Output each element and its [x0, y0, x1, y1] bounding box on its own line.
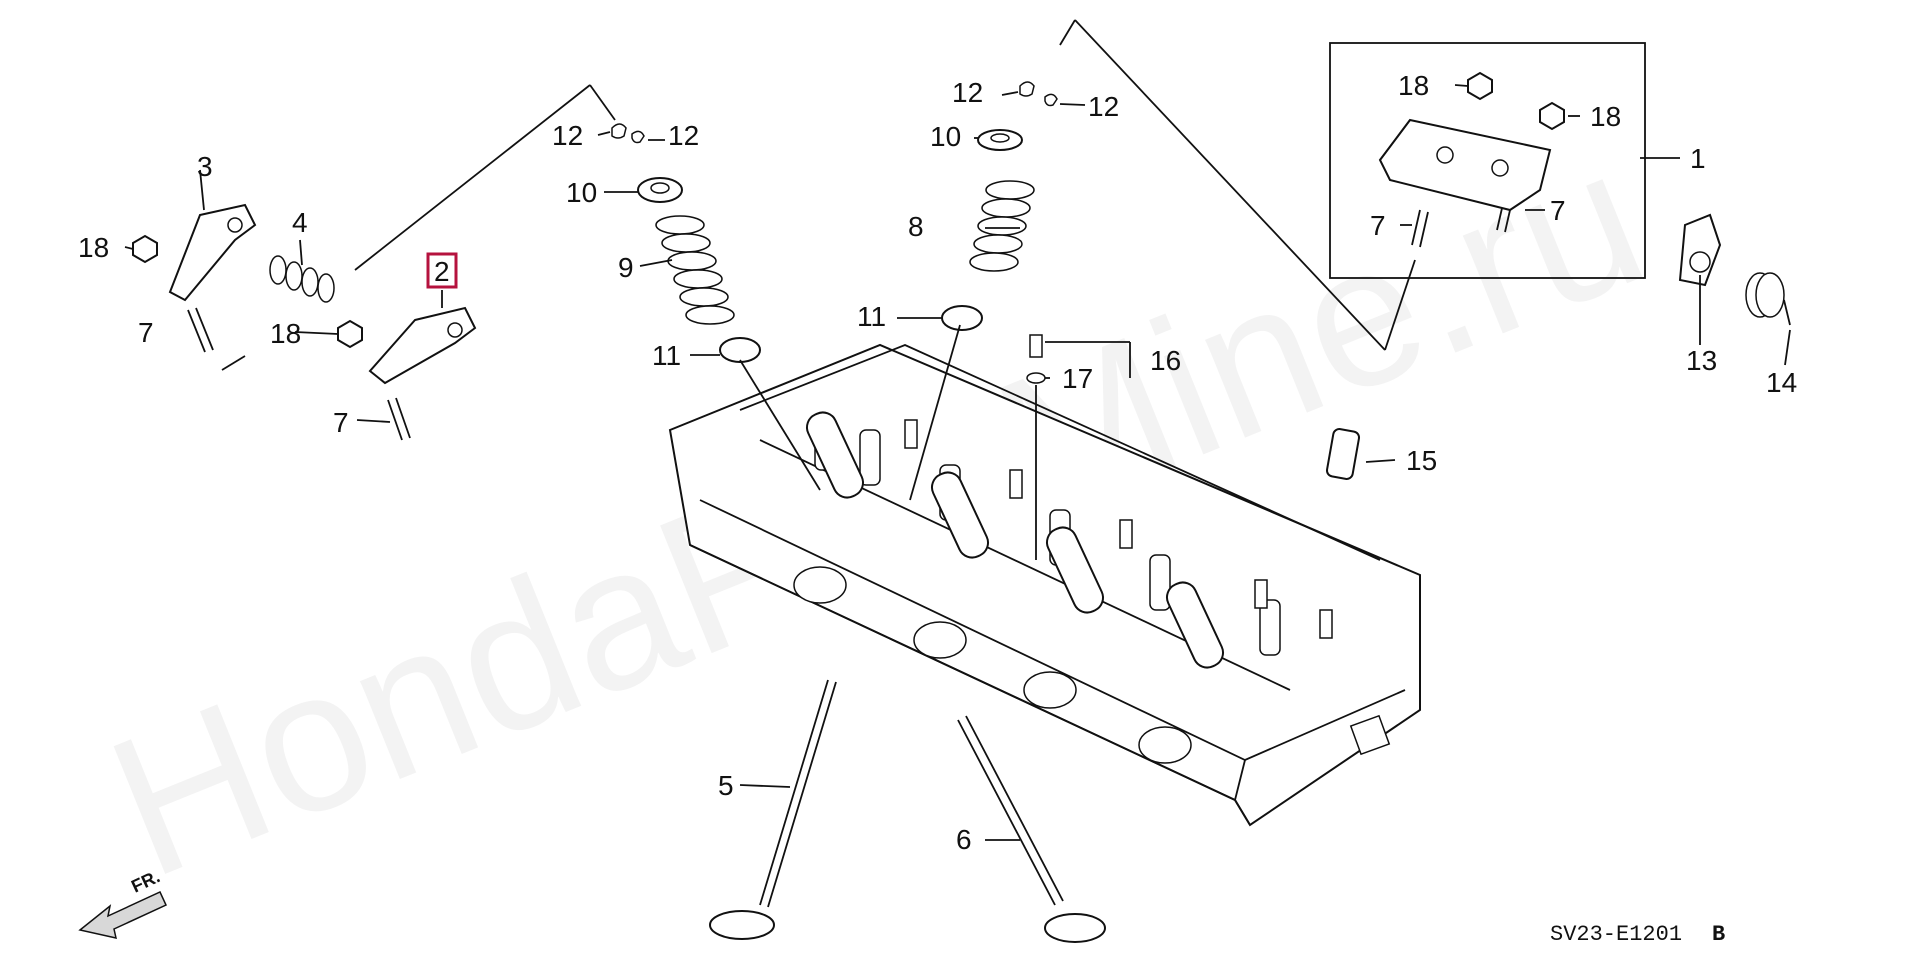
callout-13[interactable]: 13 — [1686, 345, 1717, 376]
front-direction-arrow: FR. — [78, 866, 167, 939]
dowel-pin[interactable] — [1325, 428, 1361, 480]
callout-10b[interactable]: 10 — [930, 121, 961, 152]
callout-18a[interactable]: 18 — [78, 232, 109, 263]
callout-18d[interactable]: 18 — [1590, 101, 1621, 132]
callout-10a[interactable]: 10 — [566, 177, 597, 208]
callout-12b[interactable]: 12 — [668, 120, 699, 151]
callout-15[interactable]: 15 — [1406, 445, 1437, 476]
spring-retainer-left[interactable] — [637, 177, 683, 203]
callout-11a[interactable]: 11 — [652, 340, 681, 371]
callout-11b[interactable]: 11 — [857, 301, 886, 332]
adjusting-screw-1[interactable] — [187, 307, 214, 353]
rocker-spring[interactable] — [269, 255, 335, 303]
callout-2[interactable]: 2 — [434, 256, 450, 287]
callout-6[interactable]: 6 — [956, 824, 972, 855]
callout-5[interactable]: 5 — [718, 770, 734, 801]
callout-7b[interactable]: 7 — [333, 407, 349, 438]
lost-motion-spring[interactable] — [1745, 272, 1791, 326]
adjusting-screw-2[interactable] — [387, 397, 411, 441]
leader-lines — [124, 19, 1791, 841]
diagram-code-text: SV23-E1201 — [1550, 922, 1682, 947]
callout-3[interactable]: 3 — [197, 151, 213, 182]
callouts: 1 2 3 4 5 6 7 7 7 7 8 9 10 10 11 11 12 1… — [78, 70, 1797, 855]
callout-7a[interactable]: 7 — [138, 317, 154, 348]
spring-retainer-right[interactable] — [977, 129, 1023, 151]
callout-18b[interactable]: 18 — [270, 318, 301, 349]
rocker-assembly-frame — [1329, 42, 1646, 279]
callout-8[interactable]: 8 — [908, 211, 924, 242]
callout-1[interactable]: 1 — [1690, 143, 1706, 174]
locknut-2[interactable] — [337, 319, 363, 349]
stem-seal-right[interactable] — [941, 305, 983, 331]
diagram-code: SV23-E1201 B — [1550, 922, 1725, 947]
rocker-arm-3[interactable] — [168, 203, 257, 302]
callout-16[interactable]: 16 — [1150, 345, 1181, 376]
valve-cotters-right[interactable] — [1019, 81, 1058, 107]
locknut-1[interactable] — [132, 234, 158, 264]
callout-4[interactable]: 4 — [292, 207, 308, 238]
valve-cotters-left[interactable] — [611, 123, 645, 144]
callout-12a[interactable]: 12 — [552, 120, 583, 151]
exhaust-valve[interactable] — [957, 715, 1106, 943]
lost-motion-holder[interactable] — [1678, 213, 1722, 287]
callout-7d[interactable]: 7 — [1550, 195, 1566, 226]
callout-14[interactable]: 14 — [1766, 367, 1797, 398]
rocker-arm-assembly[interactable] — [1378, 118, 1552, 212]
callout-9[interactable]: 9 — [618, 252, 634, 283]
valve-spring-9[interactable] — [655, 215, 735, 325]
callout-18c[interactable]: 18 — [1398, 70, 1429, 101]
highlight-box — [426, 252, 458, 289]
cylinder-head[interactable] — [668, 343, 1421, 827]
callout-7c[interactable]: 7 — [1370, 210, 1386, 241]
valve-spring-8[interactable] — [969, 180, 1035, 272]
sealing-washer[interactable] — [1026, 372, 1046, 384]
adjusting-screw-3[interactable] — [1411, 209, 1429, 248]
sealing-bolt[interactable] — [1029, 334, 1043, 358]
locknut-3[interactable] — [1467, 71, 1493, 101]
callout-17[interactable]: 17 — [1062, 363, 1093, 394]
diagram-code-suffix: B — [1712, 922, 1725, 947]
locknut-4[interactable] — [1539, 101, 1565, 131]
stem-seal-left[interactable] — [719, 337, 761, 363]
intake-valve[interactable] — [709, 679, 837, 940]
callout-12d[interactable]: 12 — [1088, 91, 1119, 122]
callout-12c[interactable]: 12 — [952, 77, 983, 108]
rocker-arm-2[interactable] — [368, 306, 477, 385]
